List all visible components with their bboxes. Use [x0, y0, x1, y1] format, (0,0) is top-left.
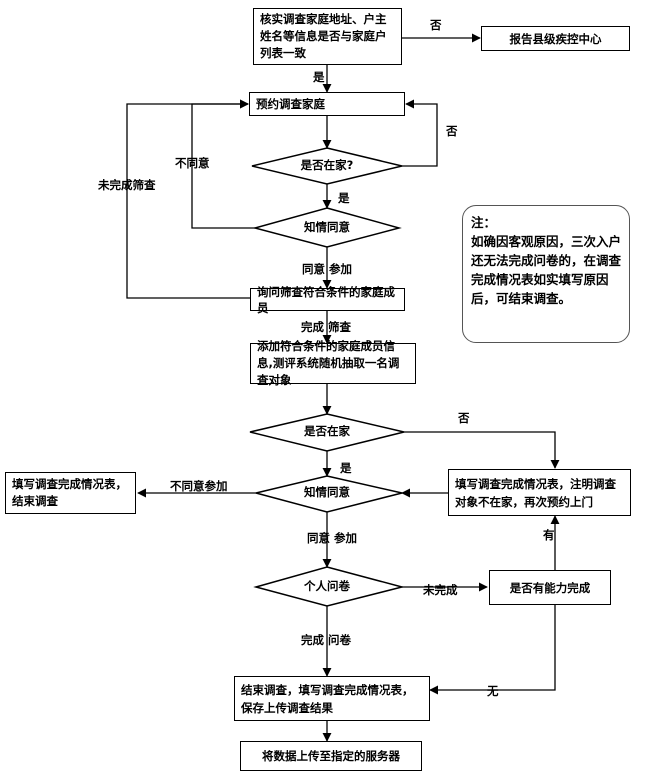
decision-diamond-at-home-1: [251, 147, 403, 185]
verify-info-text: 核实调查家庭地址、户主姓名等信息是否与家庭户列表一致: [260, 12, 387, 60]
report-cdc-box: 报告县级疾控中心: [481, 26, 630, 51]
label-none: 无: [487, 684, 499, 698]
label-yes-1: 是: [313, 70, 325, 84]
label-no-1: 否: [430, 18, 442, 32]
edge-athome1-no-loop: [402, 99, 438, 167]
label-complete-questionnaire: 完成 问卷: [301, 633, 352, 647]
note-title: 注：: [471, 215, 497, 230]
ask-screen-box: 询问筛查符合条件的家庭成员: [250, 285, 405, 315]
fill-absent-box: 填写调查完成情况表，注明调查对象不在家，再次预约上门: [448, 469, 631, 516]
add-members-text: 添加符合条件的家庭成员信息,测评系统随机抽取一名调查对象: [257, 339, 400, 387]
appointment-text: 预约调查家庭: [256, 97, 325, 111]
note-body: 如确因客观原因，三次入户还无法完成问卷的，在调查完成情况表如实填写原因后，可结束…: [471, 234, 622, 306]
label-no-2: 否: [446, 124, 458, 138]
label-disagree-join: 不同意参加: [170, 479, 228, 493]
finish-refuse-text: 填写调查完成情况表，结束调查: [12, 477, 127, 508]
decision-diamond-questionnaire: [253, 566, 405, 607]
upload-box: 将数据上传至指定的服务器: [240, 741, 422, 771]
finish-survey-box: 结束调查，填写调查完成情况表，保存上传调查结果: [234, 676, 430, 721]
label-no-3: 否: [458, 411, 470, 425]
decision-diamond-consent-1: [252, 207, 402, 248]
upload-text: 将数据上传至指定的服务器: [262, 749, 400, 763]
edge-capable-none: [429, 605, 556, 695]
verify-info-box: 核实调查家庭地址、户主姓名等信息是否与家庭户列表一致: [253, 8, 402, 65]
decision-consent-1-text: 知情同意: [304, 220, 350, 234]
decision-diamond-consent-2: [255, 475, 403, 513]
label-yes-3: 是: [340, 461, 352, 475]
label-yes-2: 是: [338, 191, 350, 205]
edge-incomplete-screen-loop: [126, 99, 250, 299]
ask-screen-text: 询问筛查符合条件的家庭成员: [257, 284, 395, 315]
decision-at-home-1-text: 是否在家?: [300, 158, 354, 172]
label-incomplete-screen: 未完成筛查: [98, 178, 156, 192]
label-agree-join-1: 同意 参加: [302, 262, 353, 276]
appointment-box: 预约调查家庭: [249, 92, 405, 116]
add-members-box: 添加符合条件的家庭成员信息,测评系统随机抽取一名调查对象: [250, 339, 416, 387]
fill-absent-text: 填写调查完成情况表，注明调查对象不在家，再次预约上门: [455, 476, 616, 509]
decision-consent-2-text: 知情同意: [304, 485, 350, 499]
decision-at-home-2-text: 是否在家: [304, 424, 350, 438]
report-cdc-text: 报告县级疾控中心: [509, 31, 602, 46]
finish-refuse-box: 填写调查完成情况表，结束调查: [5, 472, 136, 514]
label-disagree-1: 不同意: [175, 156, 210, 170]
label-incomplete: 未完成: [423, 583, 458, 597]
edge-athome2-no: [404, 431, 560, 469]
label-complete-screen: 完成 筛查: [301, 320, 352, 334]
finish-survey-text: 结束调查，填写调查完成情况表，保存上传调查结果: [241, 682, 414, 715]
decision-questionnaire-text: 个人问卷: [304, 579, 350, 593]
note-box: 注： 如确因客观原因，三次入户还无法完成问卷的，在调查完成情况表如实填写原因后，…: [462, 205, 630, 343]
decision-diamond-at-home-2: [249, 413, 405, 452]
capable-box: 是否有能力完成: [489, 570, 611, 605]
label-have: 有: [543, 528, 555, 542]
capable-text: 是否有能力完成: [509, 580, 591, 595]
label-agree-join-2: 同意 参加: [307, 531, 358, 545]
